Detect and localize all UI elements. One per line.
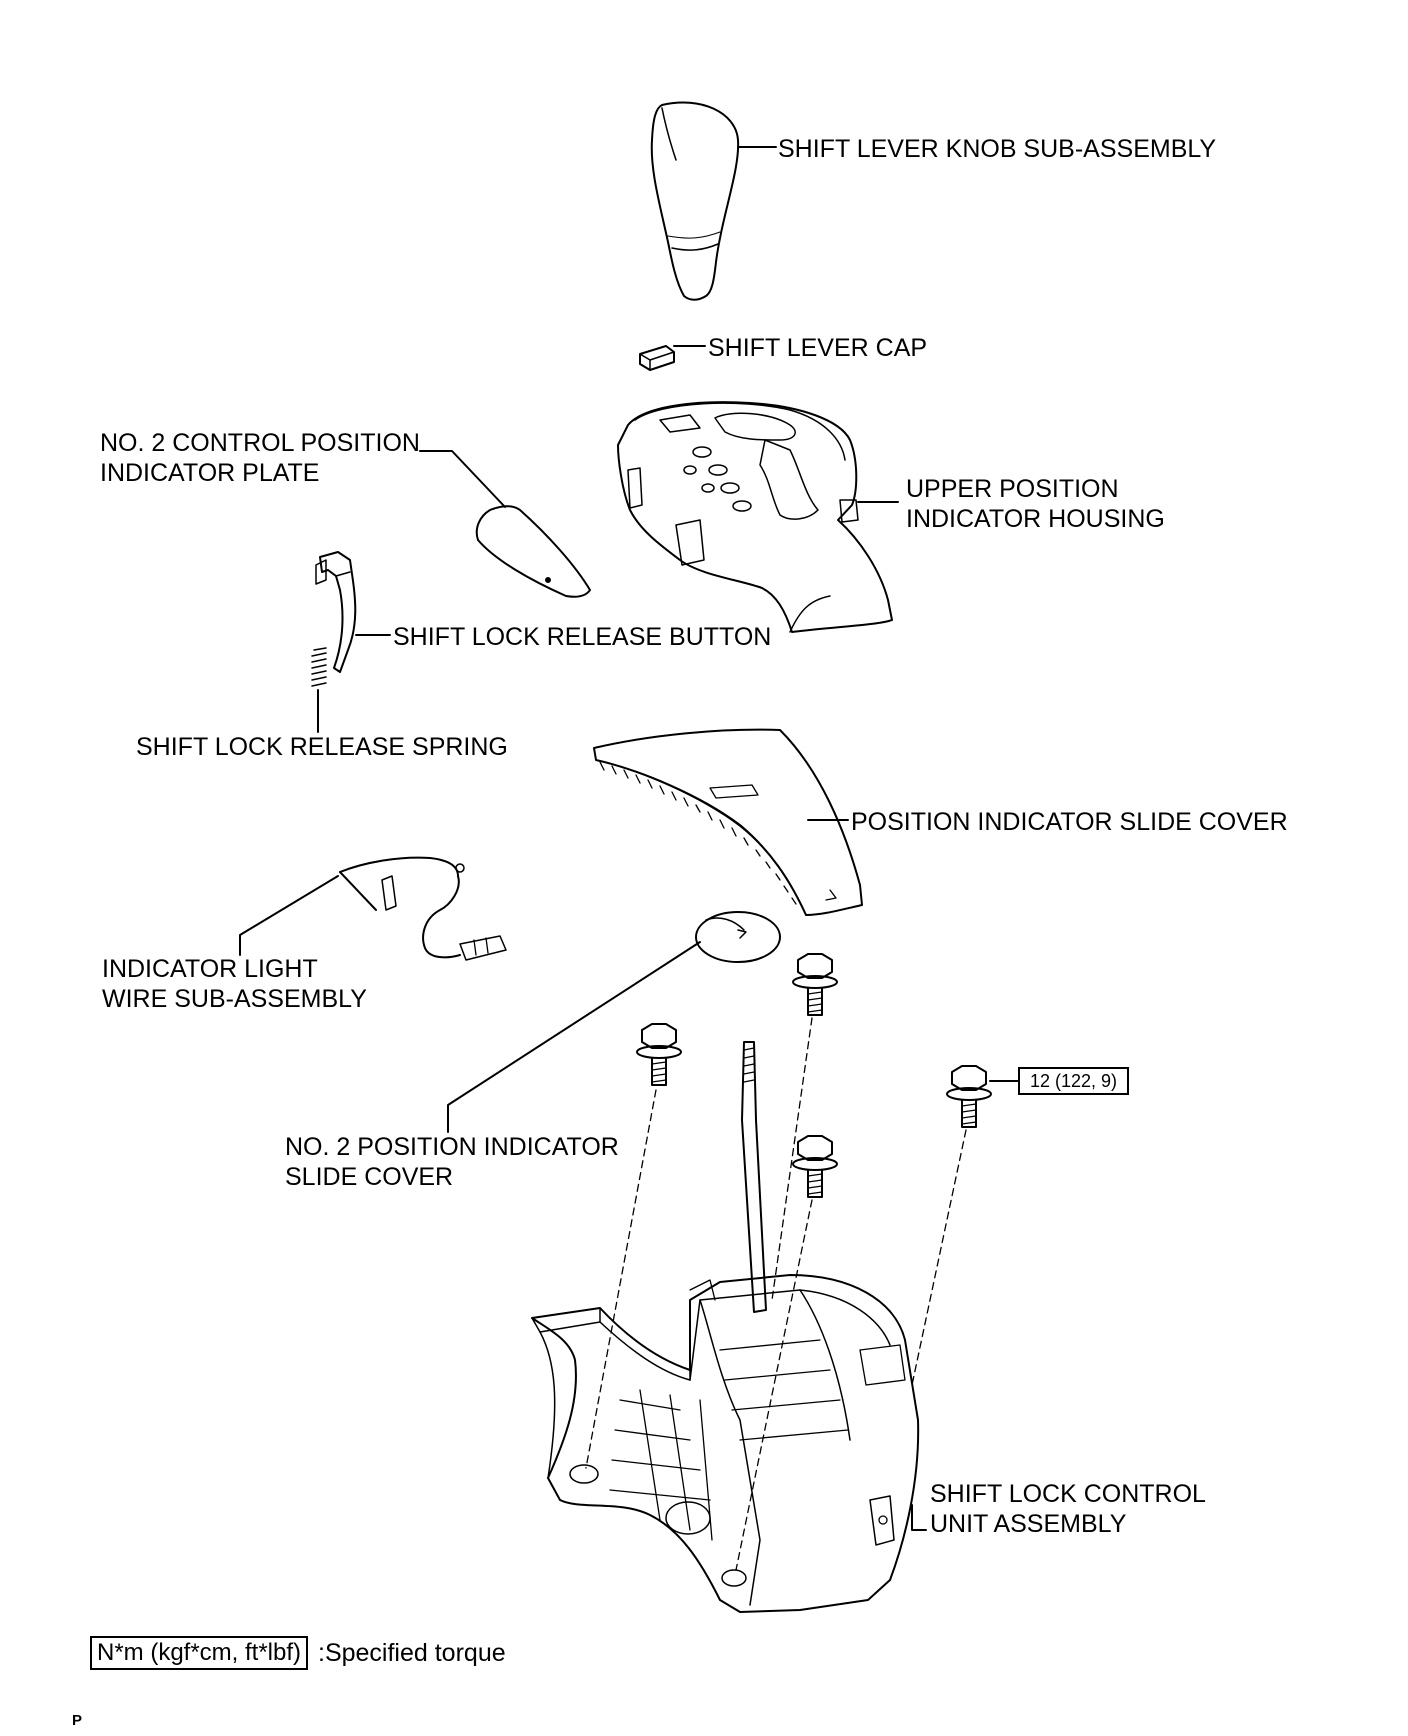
assembly-dashed-lines <box>585 1017 967 1571</box>
bolt-1-drawing <box>636 1023 682 1086</box>
upper-housing-drawing <box>617 401 893 633</box>
bolt-3-drawing <box>792 1135 838 1198</box>
legend-torque-text: :Specified torque <box>318 1639 506 1667</box>
label-line: UNIT ASSEMBLY <box>930 1510 1127 1538</box>
slide-cover-drawing <box>593 728 863 916</box>
legend-torque-box: N*m (kgf*cm, ft*lbf) <box>90 1636 309 1670</box>
label-control-unit: SHIFT LOCK CONTROL UNIT ASSEMBLY <box>930 1479 1206 1539</box>
shift-knob-drawing <box>650 101 740 301</box>
no2-cover-leader <box>447 941 701 1133</box>
page-code: P <box>72 1712 83 1729</box>
label-line: NO. 2 CONTROL POSITION <box>100 429 420 457</box>
bolt-2-drawing <box>792 953 838 1016</box>
release-spring-drawing <box>311 647 327 687</box>
label-shift-lever-knob: SHIFT LEVER KNOB SUB-ASSEMBLY <box>778 135 1217 163</box>
label-line: NO. 2 POSITION INDICATOR <box>285 1133 619 1161</box>
label-line: INDICATOR PLATE <box>100 459 320 487</box>
wire-leader <box>239 875 339 956</box>
label-line: SHIFT LOCK CONTROL <box>930 1480 1206 1508</box>
label-line: WIRE SUB-ASSEMBLY <box>102 985 367 1013</box>
label-release-spring: SHIFT LOCK RELEASE SPRING <box>136 733 508 761</box>
label-release-button: SHIFT LOCK RELEASE BUTTON <box>393 623 772 651</box>
shift-lever-rod-drawing <box>741 1041 767 1313</box>
label-indicator-wire: INDICATOR LIGHT WIRE SUB-ASSEMBLY <box>102 954 367 1014</box>
plate-leader <box>419 450 506 508</box>
control-unit-leader <box>911 1504 927 1531</box>
label-shift-lever-cap: SHIFT LEVER CAP <box>708 334 928 362</box>
label-line: INDICATOR HOUSING <box>906 505 1165 533</box>
label-line: UPPER POSITION <box>906 475 1119 503</box>
release-button-drawing <box>315 551 357 673</box>
indicator-wire-drawing <box>339 856 507 961</box>
bolt-4-drawing <box>946 1065 992 1128</box>
control-unit-drawing <box>531 1274 920 1613</box>
shift-cap-drawing <box>639 345 675 371</box>
label-indicator-plate: NO. 2 CONTROL POSITION INDICATOR PLATE <box>100 428 420 488</box>
label-upper-housing: UPPER POSITION INDICATOR HOUSING <box>906 474 1165 534</box>
label-slide-cover: POSITION INDICATOR SLIDE COVER <box>851 808 1288 836</box>
label-line: SLIDE COVER <box>285 1163 454 1191</box>
no2-slide-cover-drawing <box>695 911 781 963</box>
label-line: INDICATOR LIGHT <box>102 955 318 983</box>
torque-spec-box: 12 (122, 9) <box>1018 1067 1130 1095</box>
label-no2-slide-cover: NO. 2 POSITION INDICATOR SLIDE COVER <box>285 1132 619 1192</box>
indicator-plate-drawing <box>475 505 591 598</box>
